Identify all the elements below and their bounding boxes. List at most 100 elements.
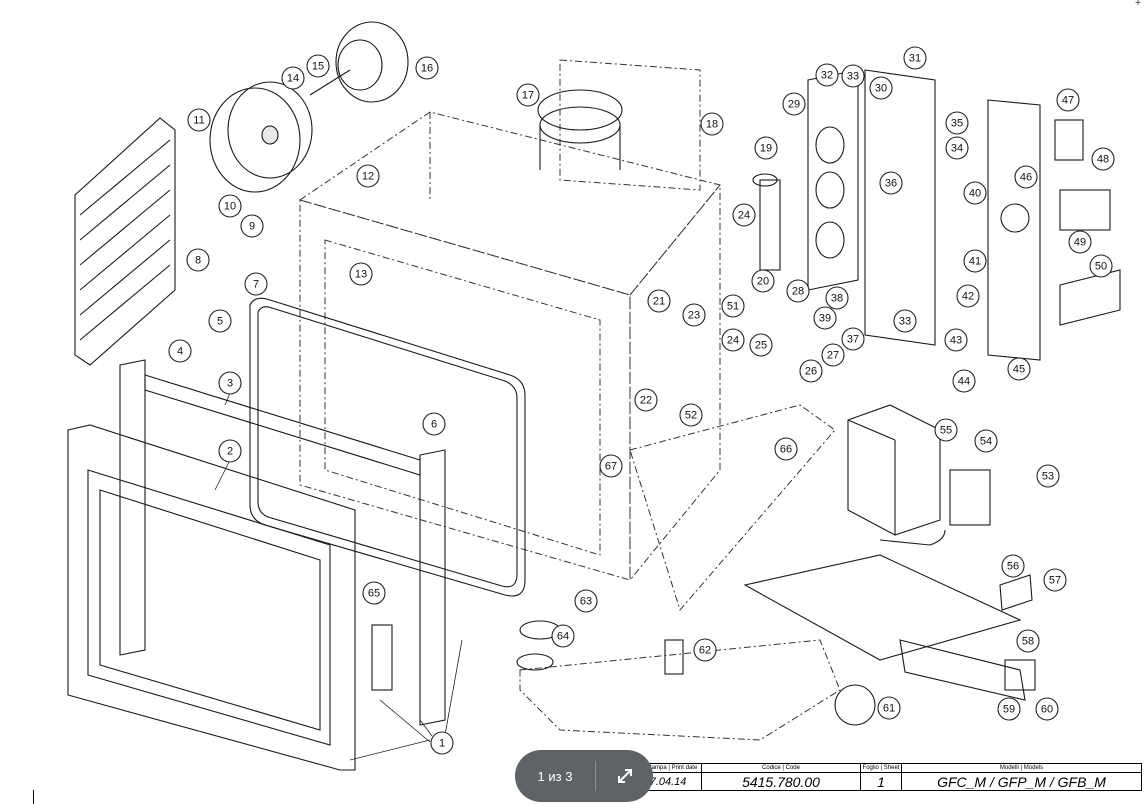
svg-text:32: 32: [821, 70, 833, 82]
pager-divider: [595, 761, 596, 791]
small-parts: [371, 173, 1033, 726]
callout-24b: 24: [721, 328, 745, 352]
models-header: Modelli | Models: [902, 764, 1141, 773]
callout-53: 53: [1036, 464, 1060, 488]
svg-text:62: 62: [699, 645, 711, 657]
svg-text:49: 49: [1074, 237, 1086, 249]
callout-21: 21: [647, 289, 671, 313]
callout-48: 48: [1091, 147, 1115, 171]
callout-44: 44: [952, 369, 976, 393]
svg-text:20: 20: [757, 276, 769, 288]
oven-base: [519, 404, 841, 741]
svg-text:35: 35: [951, 118, 963, 130]
svg-text:34: 34: [951, 143, 963, 155]
svg-text:66: 66: [780, 444, 792, 456]
svg-text:33: 33: [899, 316, 911, 328]
callout-28: 28: [786, 279, 810, 303]
svg-text:24: 24: [738, 210, 750, 222]
svg-text:24: 24: [727, 335, 739, 347]
models-list: GFC_M / GFP_M / GFB_M: [937, 773, 1106, 790]
callout-41: 41: [963, 249, 987, 273]
svg-text:56: 56: [1007, 561, 1019, 573]
callout-58: 58: [1016, 629, 1040, 653]
svg-text:47: 47: [1062, 95, 1074, 107]
code-header: Codice | Code: [702, 764, 860, 773]
callout-19: 19: [754, 136, 778, 160]
sheet-cell: Foglio | Sheet 1: [861, 764, 902, 790]
fan-wheel: [209, 81, 313, 193]
svg-text:59: 59: [1003, 704, 1015, 716]
callout-1: 1: [430, 731, 454, 755]
callout-33: 33: [841, 64, 865, 88]
svg-text:57: 57: [1049, 575, 1061, 587]
callout-42: 42: [956, 284, 980, 308]
svg-text:55: 55: [940, 425, 952, 437]
svg-text:33: 33: [847, 71, 859, 83]
callout-50: 50: [1089, 254, 1113, 278]
callout-11: 11: [187, 108, 211, 132]
svg-text:16: 16: [421, 63, 433, 75]
callout-27: 27: [821, 343, 845, 367]
callout-20: 20: [751, 269, 775, 293]
svg-text:45: 45: [1013, 364, 1025, 376]
svg-text:2: 2: [227, 446, 233, 458]
svg-text:27: 27: [827, 350, 839, 362]
svg-text:37: 37: [847, 334, 859, 346]
callout-39: 39: [813, 306, 837, 330]
callout-29: 29: [782, 92, 806, 116]
sheet-number: 1: [877, 773, 885, 790]
svg-text:31: 31: [909, 53, 921, 65]
svg-text:6: 6: [431, 419, 437, 431]
svg-text:8: 8: [195, 255, 201, 267]
corner-cross-mark: +: [1135, 0, 1141, 9]
svg-text:15: 15: [312, 61, 324, 73]
expand-button[interactable]: [596, 765, 653, 787]
callout-12: 12: [356, 164, 380, 188]
svg-text:14: 14: [287, 73, 299, 85]
callout-62: 62: [693, 638, 717, 662]
svg-text:12: 12: [362, 171, 374, 183]
callout-65: 65: [362, 581, 386, 605]
text-cursor-mark: [33, 790, 34, 804]
svg-text:25: 25: [755, 340, 767, 352]
svg-text:30: 30: [875, 83, 887, 95]
callout-40: 40: [963, 181, 987, 205]
svg-text:43: 43: [950, 335, 962, 347]
svg-text:38: 38: [831, 293, 843, 305]
print-date: 07.04.14: [643, 775, 687, 788]
callout-59: 59: [997, 697, 1021, 721]
models-cell: Modelli | Models GFC_M / GFP_M / GFB_M: [902, 764, 1141, 790]
svg-text:64: 64: [557, 631, 569, 643]
flue-pipe: [537, 89, 623, 170]
leader-lines: [214, 392, 463, 761]
drawing-code: 5415.780.00: [742, 773, 820, 790]
callout-47: 47: [1056, 88, 1080, 112]
callout-10: 10: [218, 194, 242, 218]
print-date-header: Data stampa | Print date: [629, 764, 701, 773]
page-indicator-pill: 1 из 3: [515, 750, 653, 802]
svg-text:67: 67: [605, 461, 617, 473]
svg-text:53: 53: [1042, 471, 1054, 483]
callout-18: 18: [700, 112, 724, 136]
callout-30: 30: [869, 76, 893, 100]
fan-motor: [309, 21, 409, 103]
title-block: Data stampa | Print date 07.04.14 Codice…: [628, 763, 1142, 791]
callout-37: 37: [841, 327, 865, 351]
callout-67: 67: [599, 454, 623, 478]
callout-13: 13: [349, 262, 373, 286]
svg-text:42: 42: [962, 291, 974, 303]
svg-text:11: 11: [193, 115, 204, 127]
callout-57: 57: [1043, 568, 1067, 592]
svg-text:3: 3: [227, 378, 233, 390]
callout-51: 51: [721, 294, 745, 318]
callout-66: 66: [774, 437, 798, 461]
callout-24: 24: [732, 203, 756, 227]
svg-text:5: 5: [217, 316, 223, 328]
callout-35: 35: [945, 111, 969, 135]
side-rack: [74, 117, 176, 366]
callout-33b: 33: [893, 309, 917, 333]
oven-chamber: [298, 59, 721, 582]
callout-34: 34: [945, 136, 969, 160]
svg-text:29: 29: [788, 99, 800, 111]
